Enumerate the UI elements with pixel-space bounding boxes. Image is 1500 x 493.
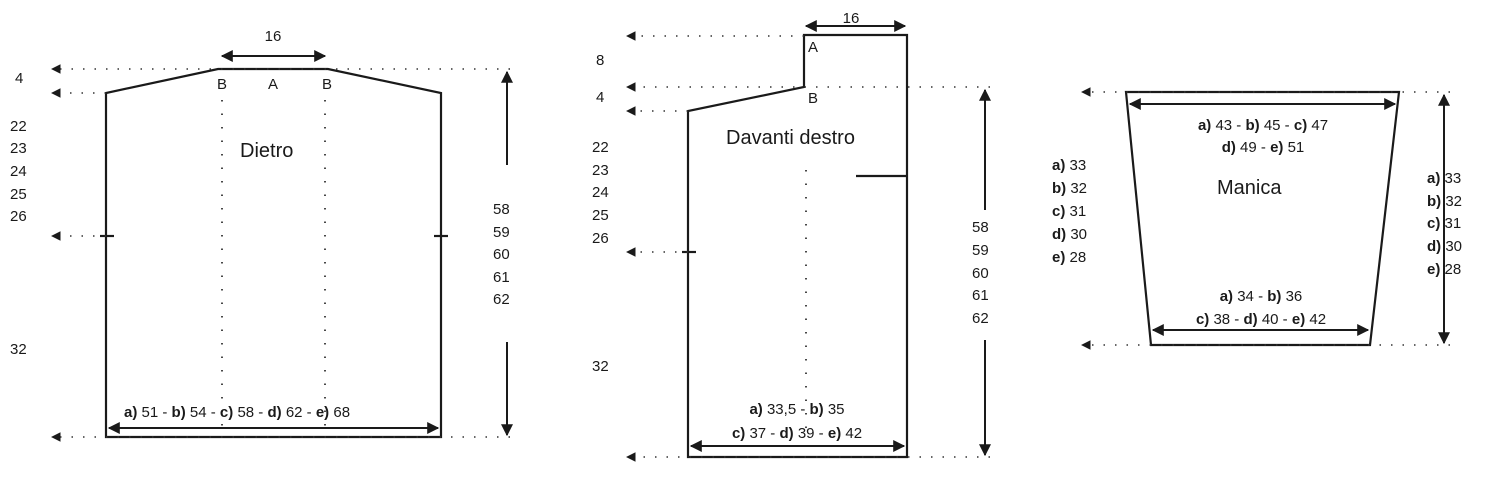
sleeve-right-label: b) 32: [1427, 193, 1462, 210]
front-left-label: 26: [592, 230, 609, 247]
back-left-label: 32: [10, 341, 27, 358]
back-right-label: 61: [493, 269, 510, 286]
front-left-label: 24: [592, 184, 609, 201]
back-left-label: 25: [10, 186, 27, 203]
sleeve-left-label: d) 30: [1052, 226, 1087, 243]
front-right-label: 59: [972, 242, 989, 259]
sleeve-right-label: e) 28: [1427, 261, 1461, 278]
front-left-label: 23: [592, 162, 609, 179]
back-left-label: 23: [10, 140, 27, 157]
front-marker-a: A: [808, 39, 818, 56]
front-right-label: 61: [972, 287, 989, 304]
sleeve-right-label: a) 33: [1427, 170, 1461, 187]
front-left-label: 25: [592, 207, 609, 224]
front-left-label: 22: [592, 139, 609, 156]
back-right-label: 58: [493, 201, 510, 218]
front-marker-b: B: [808, 90, 818, 107]
back-outline: [104, 67, 443, 439]
sleeve-top-measurements-1: a) 43 - b) 45 - c) 47: [1198, 117, 1328, 134]
front-left-label: 8: [596, 52, 604, 69]
back-neck-width: 16: [265, 28, 282, 45]
front-left-label: 4: [596, 89, 604, 106]
front-right-label: 60: [972, 265, 989, 282]
back-right-label: 62: [493, 291, 510, 308]
front-piece: 16 A B Davanti destro 8 4 22 23 24 25 26…: [592, 10, 991, 462]
front-bottom-measurements-2: c) 37 - d) 39 - e) 42: [732, 425, 862, 442]
front-neck-width: 16: [843, 10, 860, 27]
back-piece: 16 B A B Dietro 4 22 23 24 25 26 32 58 5…: [10, 28, 513, 442]
front-bottom-measurements-1: a) 33,5 - b) 35: [749, 401, 844, 418]
sleeve-right-label: d) 30: [1427, 238, 1462, 255]
back-left-label: 4: [15, 70, 23, 87]
sleeve-bottom-measurements-2: c) 38 - d) 40 - e) 42: [1196, 311, 1326, 328]
sleeve-outline: [1124, 90, 1401, 347]
back-left-label: 24: [10, 163, 27, 180]
back-bottom-measurements: a) 51 - b) 54 - c) 58 - d) 62 - e) 68: [124, 404, 350, 421]
front-left-label: 32: [592, 358, 609, 375]
back-marker-b-right: B: [322, 76, 332, 93]
sleeve-bottom-measurements-1: a) 34 - b) 36: [1220, 288, 1303, 305]
back-right-label: 59: [493, 224, 510, 241]
sleeve-title: Manica: [1217, 177, 1282, 199]
back-marker-b-left: B: [217, 76, 227, 93]
sleeve-left-label: e) 28: [1052, 249, 1086, 266]
back-left-label: 22: [10, 118, 27, 135]
front-title: Davanti destro: [726, 127, 855, 149]
sleeve-piece: a) 43 - b) 45 - c) 47 d) 49 - e) 51 Mani…: [1052, 87, 1462, 350]
front-right-label: 58: [972, 219, 989, 236]
front-right-label: 62: [972, 310, 989, 327]
front-outline: [686, 33, 909, 459]
back-title: Dietro: [240, 140, 293, 162]
back-left-label: 26: [10, 208, 27, 225]
back-right-label: 60: [493, 246, 510, 263]
sleeve-left-label: b) 32: [1052, 180, 1087, 197]
back-marker-a: A: [268, 76, 278, 93]
sleeve-right-label: c) 31: [1427, 215, 1461, 232]
sleeve-left-label: a) 33: [1052, 157, 1086, 174]
sleeve-left-label: c) 31: [1052, 203, 1086, 220]
sleeve-top-measurements-2: d) 49 - e) 51: [1222, 139, 1305, 156]
